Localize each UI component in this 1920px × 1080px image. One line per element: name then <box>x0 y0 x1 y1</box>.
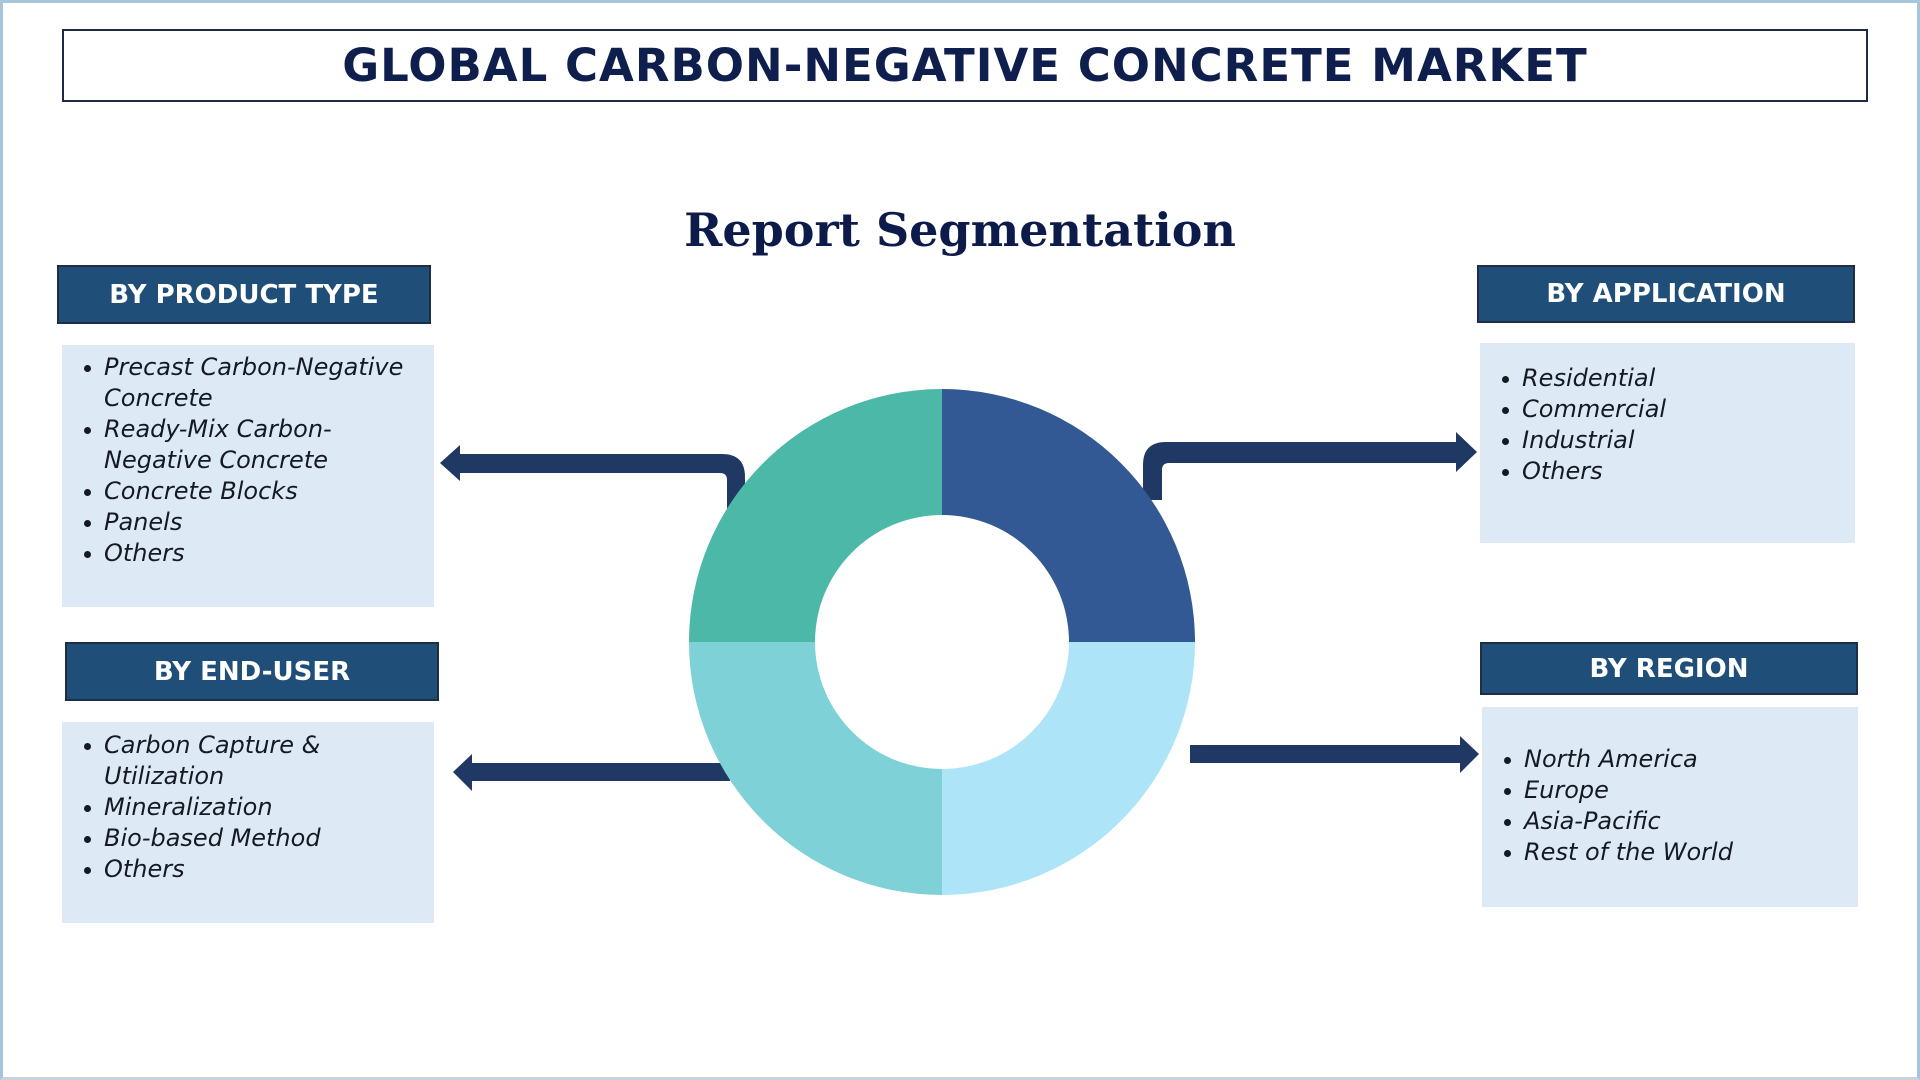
arrow-to-application <box>1143 432 1477 500</box>
list-item: Mineralization <box>84 792 434 823</box>
arrow-to-product-type <box>440 445 745 520</box>
page-title: GLOBAL CARBON-NEGATIVE CONCRETE MARKET <box>342 39 1588 92</box>
end-user-list: Carbon Capture & Utilization Mineralizat… <box>62 722 434 923</box>
arrow-to-region <box>1190 736 1479 773</box>
list-item: Industrial <box>1502 425 1855 456</box>
product-type-header: BY PRODUCT TYPE <box>57 265 431 324</box>
list-item: Asia-Pacific <box>1504 806 1858 837</box>
donut-segment-bottom-right <box>942 642 1195 895</box>
title-banner: GLOBAL CARBON-NEGATIVE CONCRETE MARKET <box>62 29 1868 102</box>
list-item: Panels <box>84 507 434 538</box>
arrow-to-end-user <box>453 754 730 791</box>
list-item: Ready-Mix Carbon-Negative Concrete <box>84 414 434 476</box>
list-item: North America <box>1504 744 1858 775</box>
list-item: Precast Carbon-Negative Concrete <box>84 352 434 414</box>
donut-segment-top-left <box>689 389 942 642</box>
list-item: Others <box>84 538 434 569</box>
donut-segment-top-right <box>942 389 1195 642</box>
list-item: Others <box>1502 456 1855 487</box>
list-item: Bio-based Method <box>84 823 434 854</box>
list-item: Carbon Capture & Utilization <box>84 730 434 792</box>
product-type-list: Precast Carbon-Negative Concrete Ready-M… <box>62 345 434 607</box>
application-header: BY APPLICATION <box>1477 265 1855 323</box>
product-type-header-label: BY PRODUCT TYPE <box>109 279 379 310</box>
list-item: Europe <box>1504 775 1858 806</box>
end-user-header-label: BY END-USER <box>153 656 351 687</box>
list-item: Others <box>84 854 434 885</box>
region-header-label: BY REGION <box>1589 653 1749 684</box>
list-item: Concrete Blocks <box>84 476 434 507</box>
application-list: Residential Commercial Industrial Others <box>1480 343 1855 543</box>
list-item: Rest of the World <box>1504 837 1858 868</box>
list-item: Residential <box>1502 363 1855 394</box>
list-item: Commercial <box>1502 394 1855 425</box>
donut-segment-bottom-left <box>689 642 942 895</box>
application-header-label: BY APPLICATION <box>1546 279 1786 309</box>
region-header: BY REGION <box>1480 642 1858 695</box>
region-list: North America Europe Asia-Pacific Rest o… <box>1482 707 1858 907</box>
end-user-header: BY END-USER <box>65 642 439 701</box>
section-subtitle: Report Segmentation <box>684 203 1236 257</box>
donut-chart <box>689 389 1195 895</box>
